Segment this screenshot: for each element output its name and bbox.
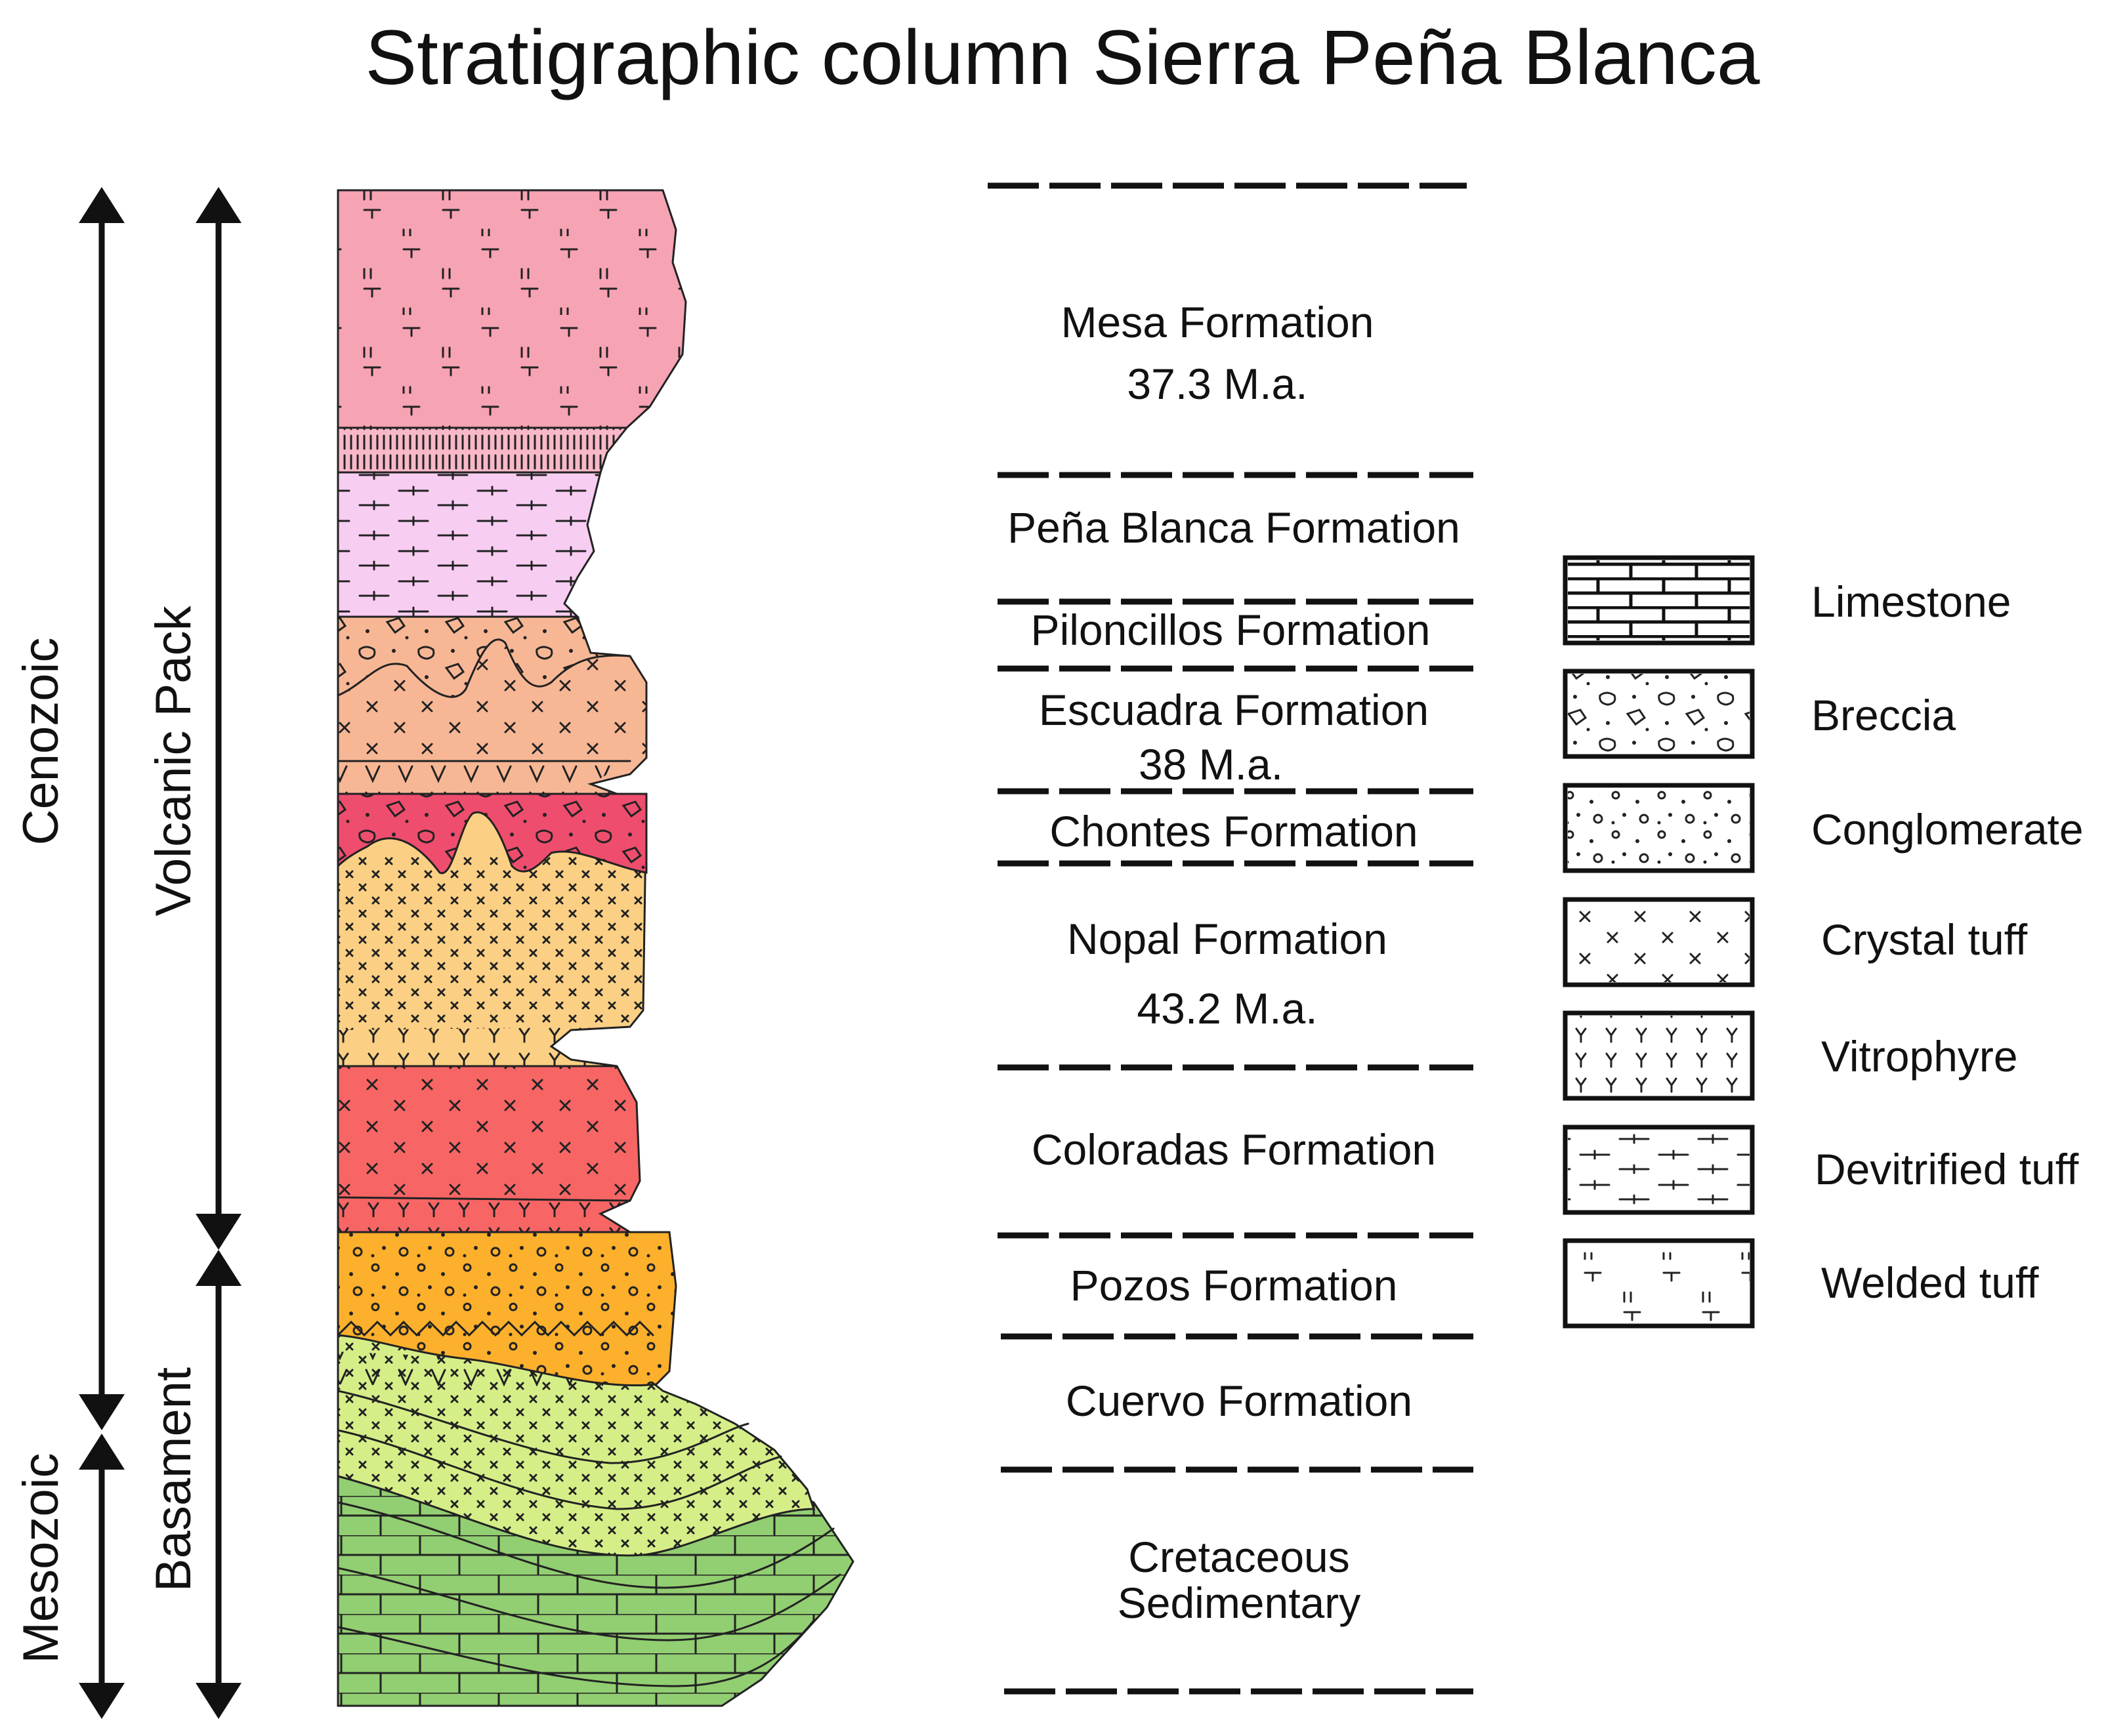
formation-escuadra-age: 38 M.a. — [1139, 740, 1283, 789]
legend-label: Breccia — [1811, 691, 1956, 739]
formation-nopal-age: 43.2 M.a. — [1137, 984, 1317, 1033]
legend-label: Crystal tuff — [1821, 915, 2028, 964]
legend-label: Welded tuff — [1821, 1258, 2039, 1307]
volcanic-pack-arrow — [196, 187, 242, 1250]
legend: Limestone Breccia Conglomerate Crystal t… — [1563, 555, 2084, 1329]
formation-nopal-name: Nopal Formation — [1067, 915, 1387, 963]
formation-cretaceous-name: Cretaceous — [1128, 1533, 1350, 1581]
legend-item-welded-tuff: Welded tuff — [1563, 1238, 2039, 1329]
mesozoic-arrow — [79, 1434, 125, 1719]
legend-item-limestone: Limestone — [1563, 555, 2011, 646]
layer-mesa — [337, 189, 687, 474]
stratigraphic-column — [337, 189, 854, 1707]
cenozoic-arrow — [79, 187, 125, 1430]
layer-pena-blanca — [337, 471, 602, 618]
layer-escuadra — [337, 615, 648, 795]
formation-mesa-age: 37.3 M.a. — [1127, 360, 1307, 408]
era-label-mesozoic: Mesozoic — [13, 1453, 69, 1664]
group-label-basament: Basament — [146, 1367, 201, 1592]
formation-coloradas-name: Coloradas Formation — [1032, 1125, 1436, 1174]
legend-label: Limestone — [1811, 577, 2011, 626]
formation-boundaries — [988, 182, 1473, 1695]
formation-chontes-name: Chontes Formation — [1049, 807, 1418, 856]
legend-label: Conglomerate — [1811, 805, 2084, 854]
layer-chontes — [337, 793, 648, 875]
basament-arrow — [196, 1250, 242, 1719]
figure-title: Stratigraphic column Sierra Peña Blanca — [365, 14, 1759, 101]
legend-label: Vitrophyre — [1821, 1032, 2018, 1081]
formation-piloncillos-name: Piloncillos Formation — [1031, 606, 1431, 654]
formation-pena-blanca-name: Peña Blanca Formation — [1007, 503, 1460, 552]
legend-item-breccia: Breccia — [1563, 669, 1956, 759]
legend-item-devitrified-tuff: Devitrified tuff — [1563, 1125, 2079, 1215]
legend-item-conglomerate: Conglomerate — [1563, 783, 2084, 873]
layer-pozos — [337, 1231, 677, 1387]
era-arrows — [79, 187, 242, 1719]
layer-nopal — [337, 793, 648, 1067]
formation-cuervo-name: Cuervo Formation — [1066, 1376, 1412, 1425]
formation-cretaceous-name-line2: Sedimentary — [1118, 1579, 1361, 1627]
legend-item-vitrophyre: Vitrophyre — [1563, 1010, 2018, 1101]
era-label-cenozoic: Cenozoic — [13, 638, 69, 846]
formation-mesa-name: Mesa Formation — [1061, 298, 1374, 346]
layer-coloradas — [337, 1065, 641, 1233]
formation-labels: Mesa Formation 37.3 M.a. Peña Blanca For… — [1007, 298, 1460, 1627]
group-label-volcanic-pack: Volcanic Pack — [146, 605, 201, 916]
legend-item-crystal-tuff: Crystal tuff — [1563, 897, 2028, 987]
formation-escuadra-name: Escuadra Formation — [1039, 686, 1429, 734]
formation-pozos-name: Pozos Formation — [1070, 1261, 1398, 1310]
legend-label: Devitrified tuff — [1815, 1145, 2079, 1193]
